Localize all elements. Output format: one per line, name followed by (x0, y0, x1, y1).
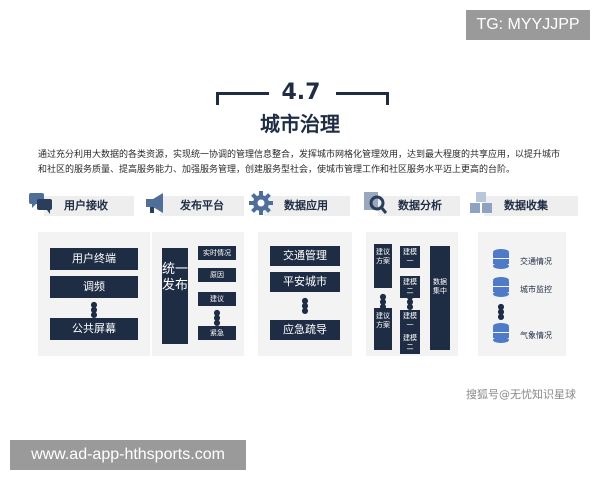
database-icon (493, 323, 509, 343)
analysis-plan: 建议方案 (374, 244, 392, 288)
column-title: 用户接收 (64, 199, 108, 212)
analysis-model: 建模二 (400, 332, 420, 354)
ellipsis: ●●● (379, 292, 387, 311)
panel-data-app: 交通管理 平安城市 ●●● 应急疏导 (258, 232, 352, 356)
chat-bubbles-icon (29, 193, 52, 214)
panel-analysis: 建议方案 建模一 建模二 ●●● ●●● 建议方案 建模一 建模二 数据集中 (366, 232, 458, 356)
column-title: 数据分析 (398, 199, 442, 212)
analysis-model: 建模一 (400, 310, 420, 332)
collect-item: 气象情况 (520, 331, 552, 340)
data-app-item: 平安城市 (270, 272, 340, 292)
ellipsis: ●●● (90, 300, 98, 319)
publish-item: 建议 (198, 292, 236, 306)
url-overlay: www.ad-app-hthsports.com (10, 440, 246, 470)
section-bracket-left (216, 92, 269, 105)
column-title: 数据收集 (504, 199, 548, 212)
publish-item: 原因 (198, 268, 236, 282)
collect-item: 城市监控 (520, 285, 552, 294)
gear-icon (249, 191, 273, 215)
ellipsis: ●●● (301, 296, 309, 315)
database-icon (493, 249, 509, 269)
analysis-model: 建模一 (400, 246, 420, 268)
panel-collect: 交通情况 城市监控 ●●● 气象情况 (478, 232, 566, 356)
analysis-model: 建模二 (400, 276, 420, 298)
publish-main: 统一发布 (162, 248, 188, 344)
megaphone-icon (146, 193, 163, 213)
panel-user-receive: 用户终端 调频 ●●● 公共屏幕 (38, 232, 150, 356)
database-icon (493, 277, 509, 297)
data-app-item: 应急疏导 (270, 320, 340, 340)
watermark: 搜狐号@无忧知识星球 (466, 388, 576, 401)
column-title: 发布平台 (180, 199, 224, 212)
ellipsis: ●●● (406, 292, 414, 311)
intro-paragraph: 通过充分利用大数据的各类资源，实现统一协调的管理信息整合，发挥城市网格化管理效用… (38, 150, 561, 175)
analysis-center: 数据集中 (430, 246, 450, 350)
cubes-icon (470, 192, 492, 213)
user-receive-item: 用户终端 (50, 248, 138, 270)
publish-item: 紧急 (198, 326, 236, 340)
publish-item: 实时情况 (198, 246, 236, 260)
ellipsis: ●●● (497, 302, 505, 321)
user-receive-item: 公共屏幕 (50, 318, 138, 340)
ellipsis: ●●● (213, 308, 221, 327)
user-receive-item: 调频 (50, 276, 138, 298)
section-title: 城市治理 (260, 112, 340, 136)
section-bracket-right (336, 92, 389, 105)
panel-publish: 统一发布 实时情况 原因 建议 ●●● 紧急 (152, 232, 244, 356)
column-title: 数据应用 (284, 199, 328, 212)
tg-badge: TG: MYYJJPP (466, 10, 590, 40)
collect-item: 交通情况 (520, 257, 552, 266)
section-number: 4.7 (281, 80, 321, 105)
data-app-item: 交通管理 (270, 246, 340, 266)
magnifier-document-icon (364, 192, 388, 214)
analysis-plan: 建议方案 (374, 308, 392, 350)
